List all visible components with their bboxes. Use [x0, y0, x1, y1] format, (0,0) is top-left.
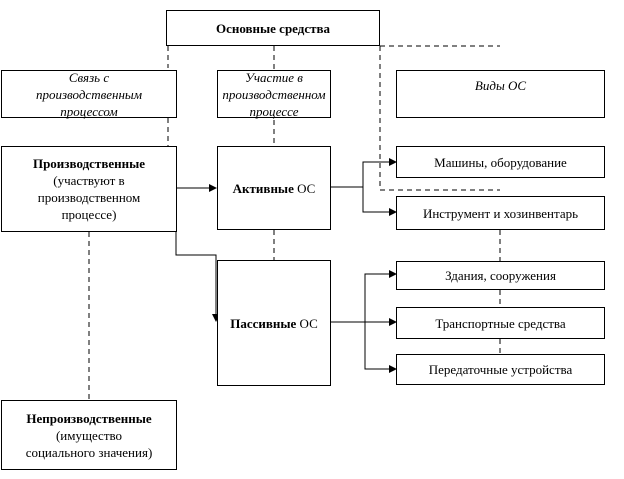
active-os-rest: ОС	[293, 180, 316, 196]
productive-box: Производственные (участвуют в производст…	[1, 146, 177, 232]
header-participation-line-2: производственном	[222, 86, 326, 102]
arrow-passive-buildings	[364, 270, 397, 322]
nonproductive-line-2: социального значения)	[25, 444, 153, 460]
title-text: Основные средства	[215, 20, 331, 36]
header-link-line-2: производственным	[35, 86, 143, 102]
arrow-active-machines	[330, 158, 397, 188]
header-types-text: Виды ОС	[474, 78, 527, 93]
active-os-bold: Активные	[232, 180, 294, 196]
nonproductive-title: Непроизводственные	[26, 410, 152, 426]
type-box-transmission: Передаточные устройства	[396, 354, 605, 385]
type-box-buildings: Здания, сооружения	[396, 261, 605, 290]
header-link-line-3: процессом	[60, 103, 118, 119]
productive-line-1: (участвуют в	[53, 173, 125, 188]
arrow-passive-transmission	[364, 322, 397, 373]
nonproductive-box: Непроизводственные (имущество социальног…	[1, 400, 177, 470]
passive-os-box: Пассивные ОС	[217, 260, 331, 386]
productive-line-3: процессе)	[61, 207, 117, 222]
arrow-active-tools	[362, 187, 397, 216]
passive-os-rest: ОС	[296, 315, 318, 331]
type-tools-label: Инструмент и хозинвентарь	[422, 205, 579, 221]
passive-os-bold: Пассивные	[230, 315, 297, 331]
productive-line-2: производственном	[37, 190, 141, 205]
dash-right-route-b	[379, 46, 500, 191]
type-box-transport: Транспортные средства	[396, 307, 605, 339]
header-participation-line-1: Участие в	[245, 69, 303, 85]
passive-os-label: Пассивные ОС	[230, 315, 318, 332]
active-os-box: Активные ОС	[217, 146, 331, 230]
type-buildings-label: Здания, сооружения	[445, 268, 556, 283]
header-link-line-1: Связь с	[68, 69, 110, 85]
type-transport-label: Транспортные средства	[435, 315, 566, 331]
productive-title: Производственные	[32, 156, 146, 171]
header-participation-line-3: процессе	[249, 103, 299, 119]
type-machines-label: Машины, оборудование	[434, 154, 567, 170]
nonproductive-line-1: (имущество	[55, 427, 123, 443]
header-participation-box: Участие в производственном процессе	[217, 69, 331, 119]
type-box-machines: Машины, оборудование	[396, 146, 605, 178]
header-types-box: Виды ОС	[396, 70, 605, 118]
arrow-productive-passive	[175, 232, 220, 322]
active-os-label: Активные ОС	[233, 180, 316, 197]
type-box-tools: Инструмент и хозинвентарь	[396, 196, 605, 230]
type-transmission-label: Передаточные устройства	[428, 362, 573, 377]
header-link-box: Связь с производственным процессом	[1, 69, 177, 119]
title-box: Основные средства	[166, 10, 380, 46]
